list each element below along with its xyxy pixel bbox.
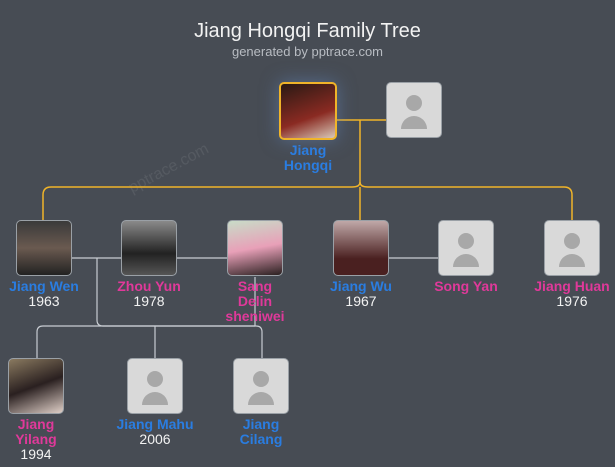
person-name[interactable]: Jiang Wen <box>9 278 79 294</box>
person-photo[interactable] <box>16 220 72 276</box>
person-name[interactable]: Jiang Wu <box>330 278 392 294</box>
avatar-placeholder-icon[interactable] <box>233 358 289 414</box>
birth-year: 2006 <box>139 431 171 447</box>
birth-year: 1976 <box>556 293 588 309</box>
lineage-line-right <box>359 181 573 220</box>
avatar-placeholder-icon[interactable] <box>438 220 494 276</box>
birth-year: 1967 <box>345 293 377 309</box>
person-name[interactable]: Zhou Yun <box>117 278 181 294</box>
person-photo[interactable] <box>227 220 283 276</box>
avatar-placeholder-icon[interactable] <box>127 358 183 414</box>
birth-year: 1963 <box>28 293 60 309</box>
person-photo[interactable] <box>121 220 177 276</box>
children-drops <box>36 325 263 358</box>
birth-year: 1994 <box>20 446 52 462</box>
person-name[interactable]: Song Yan <box>434 278 498 294</box>
person-photo[interactable] <box>333 220 389 276</box>
birth-year: 1978 <box>133 293 165 309</box>
person-node[interactable]: Jiang Cilang <box>206 358 316 447</box>
person-name[interactable]: Jiang Huan <box>534 278 610 294</box>
person-node[interactable] <box>359 82 469 138</box>
person-photo[interactable] <box>279 82 337 140</box>
page-title: Jiang Hongqi Family Tree <box>194 20 421 42</box>
person-name[interactable]: Jiang Cilang <box>239 416 283 447</box>
avatar-placeholder-icon[interactable] <box>386 82 442 138</box>
person-node[interactable]: Sang Delin sheniwei <box>200 220 310 324</box>
person-name[interactable]: Jiang Yilang <box>15 416 57 447</box>
person-name[interactable]: Jiang Hongqi <box>283 142 333 173</box>
lineage-line-left <box>42 120 361 220</box>
avatar-placeholder-icon[interactable] <box>544 220 600 276</box>
person-node[interactable]: Jiang Hongqi <box>253 82 363 173</box>
page-subtitle[interactable]: generated by pptrace.com <box>231 44 384 59</box>
person-photo[interactable] <box>8 358 64 414</box>
person-name[interactable]: Jiang Mahu <box>116 416 194 432</box>
person-node[interactable]: Song Yan <box>411 220 521 294</box>
person-name[interactable]: Sang Delin sheniwei <box>225 278 285 324</box>
